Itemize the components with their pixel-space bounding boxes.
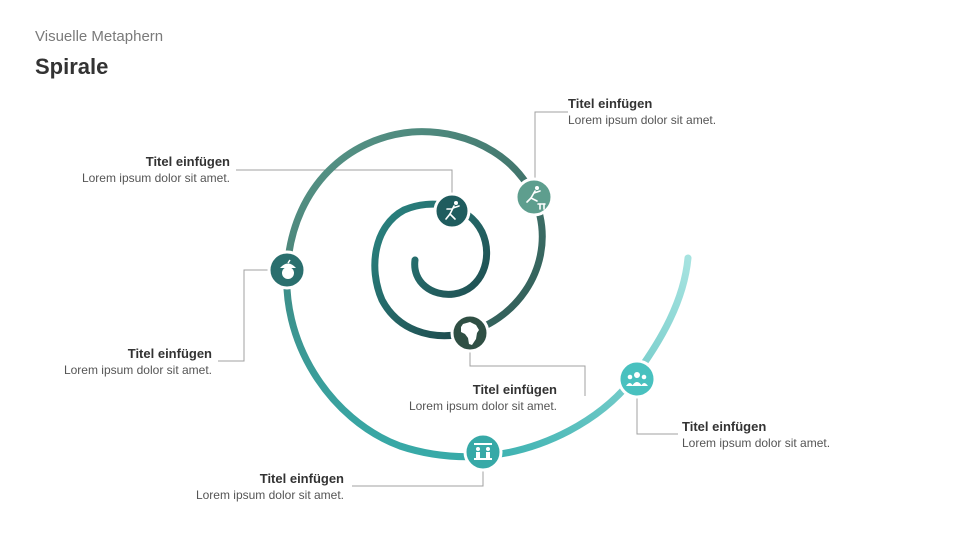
node-6-title: Titel einfügen bbox=[682, 419, 767, 434]
node-6-text: Lorem ipsum dolor sit amet. bbox=[682, 436, 831, 450]
leader-line-2 bbox=[534, 111, 568, 183]
node-5-text: Lorem ipsum dolor sit amet. bbox=[195, 488, 344, 502]
meeting-icon bbox=[474, 443, 492, 460]
acorn-icon bbox=[280, 259, 296, 279]
slide-subtitle: Visuelle Metaphern bbox=[35, 28, 164, 45]
node-2-title: Titel einfügen bbox=[568, 96, 653, 111]
node-label-3: Titel einfügen Lorem ipsum dolor sit ame… bbox=[409, 382, 557, 414]
spiral-segment-left bbox=[283, 256, 490, 461]
node-4-text: Lorem ipsum dolor sit amet. bbox=[63, 363, 212, 377]
team-icon bbox=[626, 372, 648, 386]
runner-icon bbox=[445, 201, 460, 220]
leader-line-5 bbox=[352, 468, 484, 487]
spiral-segment-outer bbox=[482, 254, 692, 460]
leader-line-4 bbox=[218, 269, 275, 362]
leader-line-3 bbox=[469, 348, 586, 396]
africa-icon bbox=[461, 322, 479, 345]
node-label-4: Titel einfügen Lorem ipsum dolor sit ame… bbox=[64, 346, 212, 378]
leader-line-1 bbox=[236, 169, 453, 196]
node-3-title: Titel einfügen bbox=[472, 382, 557, 397]
spiral-node-1 bbox=[433, 192, 471, 230]
node-label-1: Titel einfügen Lorem ipsum dolor sit ame… bbox=[82, 154, 230, 186]
spiral-node-5 bbox=[463, 432, 503, 472]
node-1-text: Lorem ipsum dolor sit amet. bbox=[81, 171, 230, 185]
node-5-title: Titel einfügen bbox=[259, 471, 344, 486]
slide-title: Spirale bbox=[35, 54, 109, 79]
node-label-6: Titel einfügen Lorem ipsum dolor sit ame… bbox=[682, 419, 830, 451]
node-label-5: Titel einfügen Lorem ipsum dolor sit ame… bbox=[196, 471, 344, 503]
spiral-node-3 bbox=[450, 313, 490, 353]
hurdle-icon bbox=[526, 186, 546, 210]
spiral-segment-middle bbox=[284, 128, 546, 338]
leader-line-6 bbox=[636, 395, 678, 435]
node-4-title: Titel einfügen bbox=[127, 346, 212, 361]
node-label-2: Titel einfügen Lorem ipsum dolor sit ame… bbox=[568, 96, 716, 128]
node-2-text: Lorem ipsum dolor sit amet. bbox=[568, 113, 717, 127]
node-1-title: Titel einfügen bbox=[145, 154, 230, 169]
spiral-node-4 bbox=[267, 250, 307, 290]
spiral-node-2 bbox=[514, 177, 554, 217]
spiral-node-6 bbox=[617, 359, 657, 399]
leader-lines bbox=[218, 111, 678, 487]
node-3-text: Lorem ipsum dolor sit amet. bbox=[408, 399, 557, 413]
